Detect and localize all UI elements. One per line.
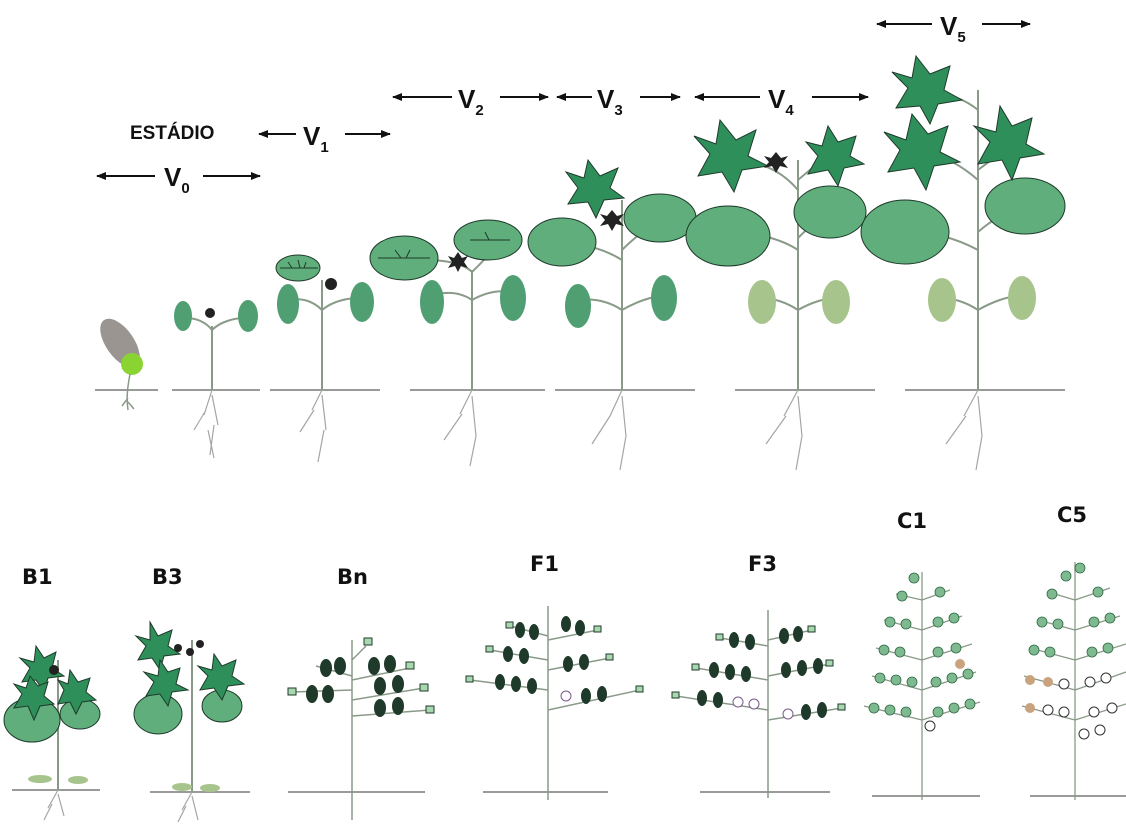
stage-label-v4: V4 <box>695 84 868 119</box>
stage-label-b1: B1 <box>22 565 53 589</box>
svg-text:V1: V1 <box>303 121 329 156</box>
plant-v2 <box>370 220 545 466</box>
stage-label-v0: V0 <box>97 162 260 197</box>
plant-f3 <box>672 610 845 798</box>
plant-v4 <box>686 120 875 470</box>
plant-v3 <box>528 160 696 470</box>
stage-label-c5: C5 <box>1057 503 1087 527</box>
stage-label-v1: V1 <box>259 121 390 156</box>
stage-label-bn: Bn <box>337 565 368 589</box>
stage-label-v2: V2 <box>393 84 548 119</box>
plant-v1 <box>270 255 380 462</box>
stage-label-v5: V5 <box>877 11 1030 46</box>
svg-text:V4: V4 <box>768 84 794 119</box>
stage-label-v3: V3 <box>557 84 680 119</box>
plant-b3 <box>134 622 250 822</box>
stage-label-f3: F3 <box>748 552 777 576</box>
stage-label-b3: B3 <box>152 565 183 589</box>
svg-text:V0: V0 <box>164 162 190 197</box>
stage-label-f1: F1 <box>530 552 559 576</box>
svg-text:V2: V2 <box>458 84 484 119</box>
plant-b1 <box>4 646 100 820</box>
plant-c5 <box>1022 562 1126 800</box>
plant-v5 <box>861 56 1065 470</box>
plant-v0 <box>92 312 158 410</box>
svg-text:V3: V3 <box>597 84 623 119</box>
estadio-label: ESTÁDIO <box>130 122 214 144</box>
plant-v0b <box>172 300 260 458</box>
plant-bn <box>288 638 434 820</box>
plant-c1 <box>864 572 980 800</box>
stage-label-c1: C1 <box>897 509 927 533</box>
plant-f1 <box>466 606 643 800</box>
svg-text:V5: V5 <box>940 11 966 46</box>
